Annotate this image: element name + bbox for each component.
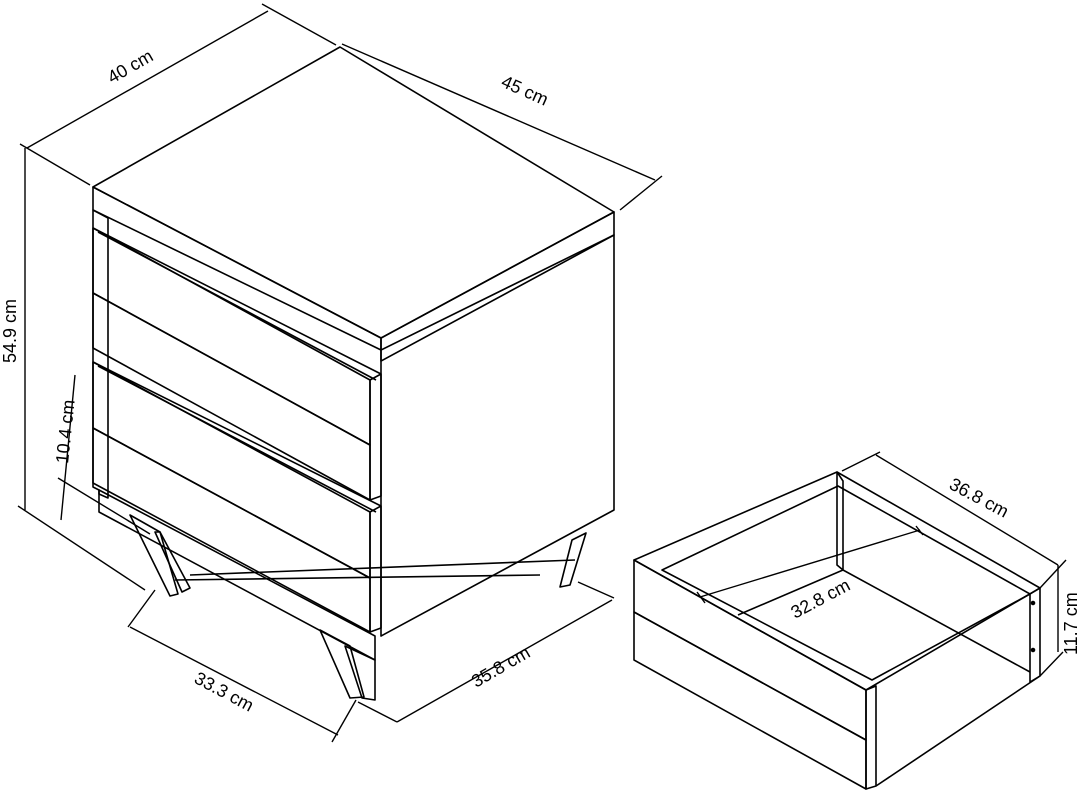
leg-front-right-face — [344, 645, 376, 701]
drawer-2-front-bottom — [92, 427, 371, 633]
dimension-label-base-width: 33.3 cm — [191, 668, 257, 716]
leg-rear-right — [559, 532, 587, 588]
drawer-screw-1 — [1030, 600, 1036, 606]
drawer-bottom-edge — [875, 675, 1041, 787]
bedside-cabinet — [92, 46, 615, 701]
drawer-inner-back-bottom — [737, 569, 844, 616]
dimension-label-top-width: 40 cm — [104, 46, 156, 88]
cabinet-top-side-edge — [380, 211, 615, 362]
cabinet-base-front — [98, 489, 376, 661]
drawer-screw-2 — [1030, 647, 1036, 653]
drawer-2-lip — [97, 365, 377, 513]
cabinet-dimension-lines — [17, 3, 663, 743]
dimension-label-drawer-depth: 36.8 cm — [946, 474, 1012, 522]
cabinet-top-front-edge — [92, 186, 382, 351]
dimension-label-drawer-inner-width: 32.8 cm — [787, 575, 853, 623]
drawer-1-lip — [97, 231, 377, 381]
drawer-dimension-lines — [696, 451, 1067, 677]
dimension-label-height: 54.9 cm — [0, 299, 20, 363]
drawer-1-side — [369, 373, 382, 501]
dimension-label-drawer-height: 11.7 cm — [1061, 592, 1081, 655]
cabinet-base-inner-rail — [189, 559, 576, 576]
cabinet-left-panel — [92, 209, 109, 499]
leg-front-left — [129, 514, 179, 597]
drawer-2-front-top — [92, 361, 371, 579]
leg-front-left-face — [154, 531, 191, 593]
dimension-label-top-depth: 45 cm — [498, 71, 551, 109]
drawer-2-side — [369, 505, 382, 633]
dimension-label-leg-height: 10.4 cm — [52, 399, 79, 465]
drawer-front-panel-bottom — [633, 611, 867, 790]
leg-front-right — [319, 629, 365, 699]
drawer-1-top-edge — [92, 227, 382, 375]
drawer-open-view — [633, 471, 1041, 790]
dimension-label-base-depth: 35.8 cm — [468, 642, 533, 691]
cabinet-base-back-rail — [174, 574, 541, 581]
drawer-1-front-top — [92, 227, 371, 446]
drawer-inner-side-bottom — [842, 569, 1031, 673]
drawer-side-right-outer — [865, 685, 877, 790]
drawer-2-top-edge — [92, 361, 382, 507]
